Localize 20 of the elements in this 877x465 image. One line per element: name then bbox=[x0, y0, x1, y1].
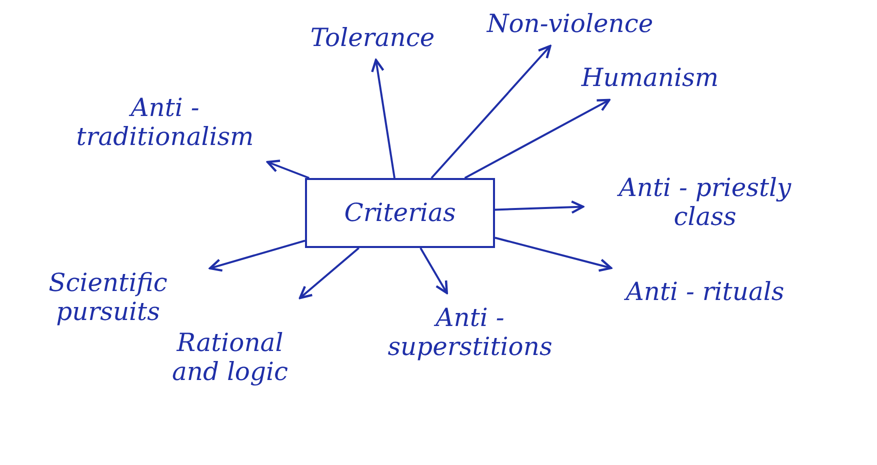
central-box bbox=[305, 178, 495, 248]
arrow bbox=[494, 236, 612, 272]
arrow bbox=[420, 248, 448, 294]
central-topic: Criterias bbox=[344, 198, 456, 228]
topic-label: Non-violence bbox=[486, 10, 654, 38]
topic-label: Anti - superstitions bbox=[386, 304, 554, 362]
arrow bbox=[208, 240, 306, 272]
arrow bbox=[494, 200, 584, 214]
arrow bbox=[371, 58, 396, 178]
topic-label: Anti - rituals bbox=[626, 278, 784, 307]
topic-label: Tolerance bbox=[310, 24, 435, 52]
topic-label: Anti - priestly class bbox=[616, 174, 792, 232]
topic-label: Rational and logic bbox=[170, 328, 289, 386]
arrow bbox=[266, 160, 310, 179]
arrow bbox=[298, 247, 360, 300]
arrow bbox=[430, 44, 552, 179]
topic-label: Anti - traditionalism bbox=[75, 94, 255, 152]
topic-label: Scientific pursuits bbox=[48, 269, 168, 327]
arrow bbox=[464, 98, 610, 179]
topic-label: Humanism bbox=[581, 64, 719, 92]
